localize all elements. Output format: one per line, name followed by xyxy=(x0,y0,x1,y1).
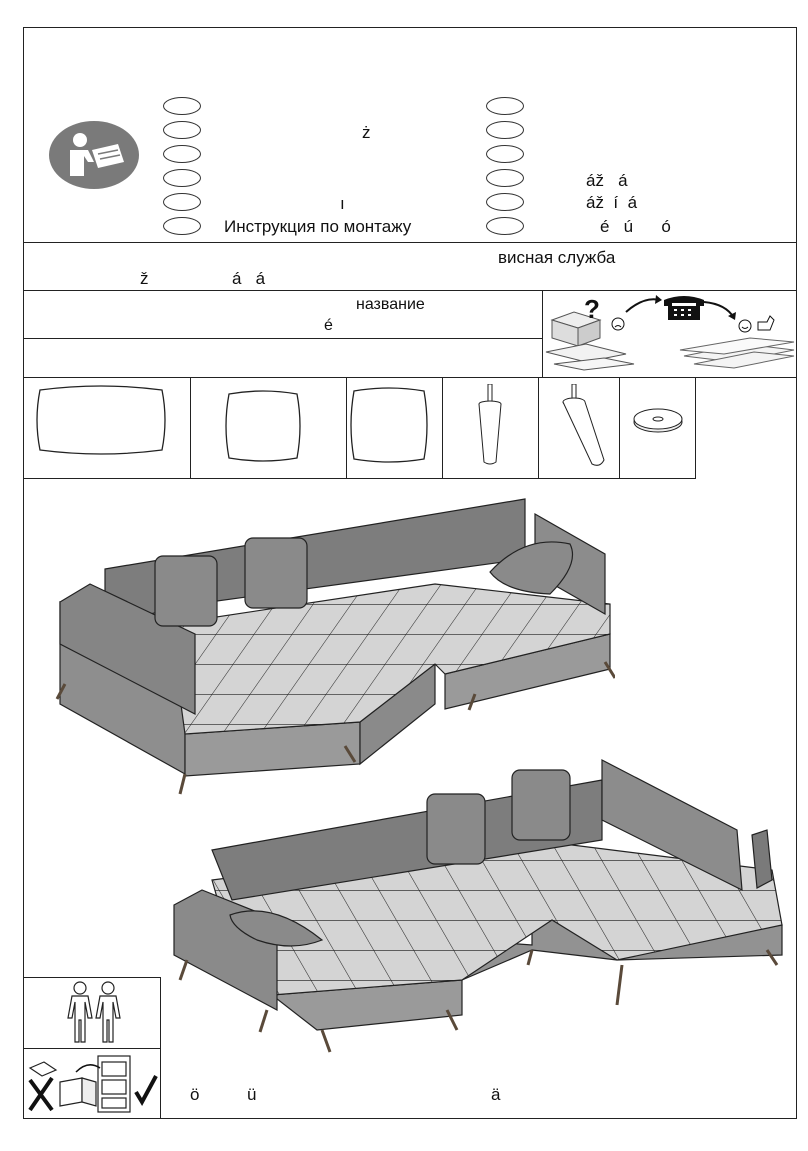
service-text: ž xyxy=(140,269,149,288)
language-oval xyxy=(163,121,201,139)
header-line: áž á xyxy=(586,171,628,190)
support-phone-icon: ? xyxy=(544,292,796,376)
language-oval xyxy=(486,193,524,211)
divider xyxy=(346,377,347,478)
divider xyxy=(23,242,797,243)
language-oval xyxy=(163,169,201,187)
cushion-icon xyxy=(225,390,301,462)
divider xyxy=(190,377,191,478)
page-title: Инструкция по монтажу xyxy=(224,217,412,236)
header-line: áž í á xyxy=(586,193,638,212)
divider xyxy=(442,377,443,478)
divider xyxy=(542,290,543,377)
language-oval xyxy=(486,217,524,235)
language-oval xyxy=(486,145,524,163)
header-mark: ı xyxy=(340,194,345,213)
language-oval xyxy=(163,145,201,163)
language-oval xyxy=(163,217,201,235)
service-text: á á xyxy=(232,269,266,288)
angled-leg-icon xyxy=(556,384,612,470)
sofa-illustration-top xyxy=(55,484,615,804)
keep-manual-icon xyxy=(26,1052,160,1118)
manual-icon xyxy=(48,120,140,190)
language-oval xyxy=(486,97,524,115)
language-oval xyxy=(486,121,524,139)
divider xyxy=(23,377,797,378)
divider xyxy=(619,377,620,478)
language-oval xyxy=(486,169,524,187)
footer-mark: ü xyxy=(247,1085,257,1104)
divider xyxy=(538,377,539,478)
product-text: é xyxy=(324,317,333,334)
divider xyxy=(23,1048,161,1049)
footer-mark: ö xyxy=(190,1085,200,1104)
page-frame xyxy=(23,27,797,1119)
glide-pad-icon xyxy=(632,404,684,440)
language-oval xyxy=(163,97,201,115)
svg-text:?: ? xyxy=(584,294,600,324)
cushion-icon xyxy=(350,387,428,463)
divider xyxy=(23,290,797,291)
two-persons-icon xyxy=(62,980,126,1044)
divider xyxy=(23,338,542,339)
header-mark: ż xyxy=(362,123,371,142)
service-text: висная служба xyxy=(498,248,616,267)
header-line: é ú ó xyxy=(600,217,671,236)
divider xyxy=(23,478,696,479)
divider xyxy=(695,377,696,478)
product-name-label: название xyxy=(356,296,425,313)
footer-mark: ä xyxy=(491,1085,501,1104)
sofa-illustration-bottom xyxy=(172,740,792,1060)
straight-leg-icon xyxy=(476,384,506,468)
language-oval xyxy=(163,193,201,211)
large-cushion-icon xyxy=(36,384,166,456)
